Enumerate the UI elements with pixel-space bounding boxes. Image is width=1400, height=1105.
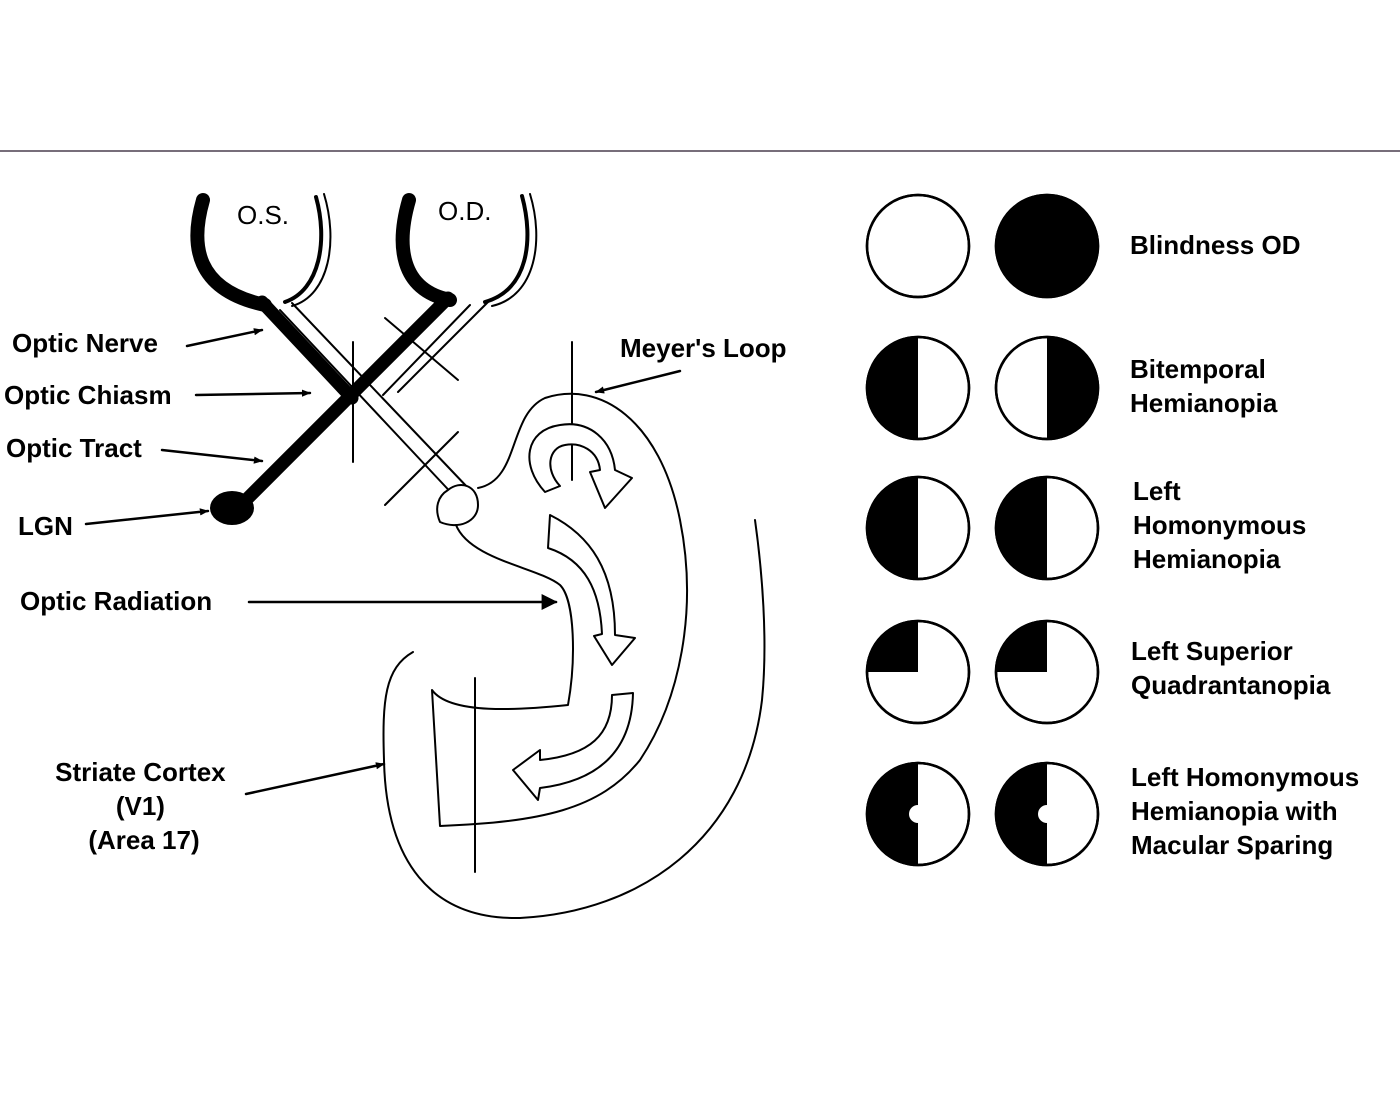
left-eye-field-blind-area bbox=[867, 763, 918, 865]
label-optic-nerve: Optic Nerve bbox=[12, 328, 158, 358]
right-eye-field-blind-area bbox=[996, 621, 1047, 672]
right-eye-field-border bbox=[994, 761, 1100, 867]
field-defect-label: Blindness OD bbox=[1130, 230, 1300, 260]
left-eye-field-border bbox=[865, 761, 971, 867]
optic-nerve-lesion-mark bbox=[384, 317, 459, 381]
label-striate-cortex-line2: (V1) bbox=[116, 791, 165, 821]
right-eye-field-blind-area bbox=[996, 477, 1047, 579]
right-eye-field bbox=[994, 619, 1100, 725]
right-eye-field-blind-area bbox=[996, 763, 1047, 865]
label-optic-radiation: Optic Radiation bbox=[20, 586, 212, 616]
right-eye-label: O.D. bbox=[438, 196, 491, 226]
field-defect-label-line: Left Homonymous bbox=[1131, 762, 1359, 792]
cortex-outline bbox=[382, 519, 766, 920]
crossed-fibers bbox=[229, 291, 455, 517]
right-eye-field bbox=[994, 193, 1100, 299]
label-striate-cortex: Striate Cortex (V1) (Area 17) bbox=[55, 757, 233, 855]
optic-nerve-pointer bbox=[185, 328, 264, 348]
right-eye-field bbox=[994, 475, 1100, 581]
lgn-pointer bbox=[84, 508, 210, 526]
optic-tract-pointer bbox=[160, 448, 264, 464]
field-defect-row: Blindness OD bbox=[865, 193, 1300, 299]
field-defect-label-line: Left Superior bbox=[1131, 636, 1293, 666]
tract-lesion-mark bbox=[384, 431, 459, 506]
lgn-body bbox=[210, 491, 254, 525]
right-eye-field bbox=[994, 335, 1100, 441]
label-lgn: LGN bbox=[18, 511, 73, 541]
meyers-loop-arrow bbox=[528, 423, 633, 509]
field-defect-label-line: Left bbox=[1133, 476, 1181, 506]
right-eye-field-border bbox=[994, 335, 1100, 441]
label-striate-cortex-line3: (Area 17) bbox=[88, 825, 199, 855]
left-eye-field-border bbox=[865, 335, 971, 441]
field-defect-label-line: Quadrantanopia bbox=[1131, 670, 1331, 700]
right-eye bbox=[395, 193, 538, 307]
left-eye-field bbox=[865, 761, 971, 867]
right-eye-field-border bbox=[994, 475, 1100, 581]
optic-chiasm-pointer bbox=[194, 389, 312, 397]
right-eye-field bbox=[994, 761, 1100, 867]
left-eye-field bbox=[865, 475, 971, 581]
field-defect-label-line: Hemianopia with bbox=[1131, 796, 1338, 826]
left-eye-field-border bbox=[865, 619, 971, 725]
radiation-outline bbox=[431, 392, 688, 827]
label-optic-chiasm: Optic Chiasm bbox=[4, 380, 172, 410]
left-eye bbox=[190, 193, 332, 312]
field-defect-label-line: Homonymous bbox=[1133, 510, 1306, 540]
right-eye-field-border bbox=[994, 193, 1100, 299]
right-eye-field-blind-area bbox=[1047, 337, 1098, 439]
left-temporal-fibers bbox=[255, 295, 359, 405]
field-defect-label-line: Blindness OD bbox=[1130, 230, 1300, 260]
label-striate-cortex-line1: Striate Cortex bbox=[55, 757, 226, 787]
left-eye-field bbox=[865, 619, 971, 725]
left-eye-field-border bbox=[865, 193, 971, 299]
right-eye-field-border bbox=[994, 619, 1100, 725]
left-eye-field-blind-area bbox=[867, 477, 918, 579]
striate-cortex-pointer bbox=[244, 762, 386, 796]
left-eye-field bbox=[865, 335, 971, 441]
left-eye-field-border bbox=[865, 475, 971, 581]
right-lgn bbox=[436, 484, 479, 527]
left-eye-label: O.S. bbox=[237, 200, 289, 230]
field-defect-label-line: Hemianopia bbox=[1133, 544, 1281, 574]
field-defect-label-line: Macular Sparing bbox=[1131, 830, 1333, 860]
left-eye-field-blind-area bbox=[867, 621, 918, 672]
left-eye-field bbox=[865, 193, 971, 299]
cortex-arrow bbox=[512, 692, 634, 801]
label-meyers-loop: Meyer's Loop bbox=[620, 333, 787, 363]
visual-pathway bbox=[84, 193, 766, 920]
left-eye-field-blind-area bbox=[867, 337, 918, 439]
label-optic-tract: Optic Tract bbox=[6, 433, 142, 463]
field-defect-label-line: Bitemporal bbox=[1130, 354, 1266, 384]
radiation-arrow bbox=[547, 514, 636, 666]
meyers-loop-pointer bbox=[594, 369, 682, 394]
field-defect-label-line: Hemianopia bbox=[1130, 388, 1278, 418]
